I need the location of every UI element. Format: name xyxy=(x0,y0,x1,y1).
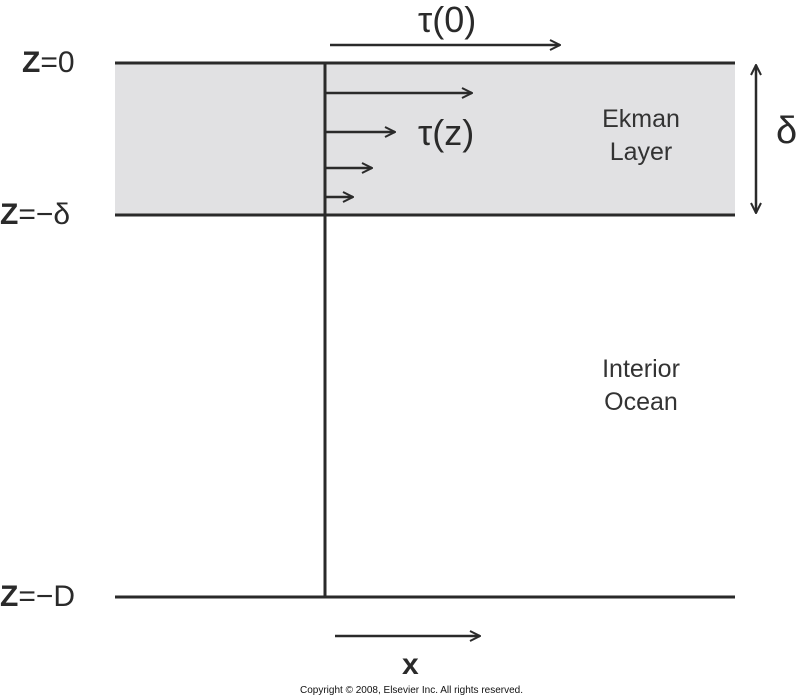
ekman-layer-label-line2: Layer xyxy=(609,138,673,166)
z-bottom-label: Z=−D xyxy=(0,582,75,612)
z-ekman-base-eq: =−δ xyxy=(18,198,71,231)
z-bottom-eq: =−D xyxy=(18,580,76,613)
ekman-layer-label-line1: Ekman xyxy=(602,105,680,133)
interior-ocean-label: Interior Ocean xyxy=(585,353,697,419)
z-surface-label: Z=0 xyxy=(22,48,75,78)
z-ekman-base-var: Z xyxy=(0,198,19,231)
tau-surface-label: τ(0) xyxy=(418,0,477,40)
copyright-notice: Copyright © 2008, Elsevier Inc. All righ… xyxy=(300,685,524,696)
z-ekman-base-label: Z=−δ xyxy=(0,200,70,230)
z-surface-var: Z xyxy=(22,46,41,79)
z-bottom-var: Z xyxy=(0,580,19,613)
interior-ocean-label-line1: Interior xyxy=(602,355,680,383)
ekman-layer-label: Ekman Layer xyxy=(585,103,697,169)
x-axis-label: x xyxy=(402,648,419,681)
delta-label: δ xyxy=(776,110,798,152)
z-surface-eq: =0 xyxy=(40,46,75,79)
ekman-layer-band xyxy=(115,63,735,215)
tau-depth-label: τ(z) xyxy=(418,112,475,153)
interior-ocean-label-line2: Ocean xyxy=(604,388,678,416)
